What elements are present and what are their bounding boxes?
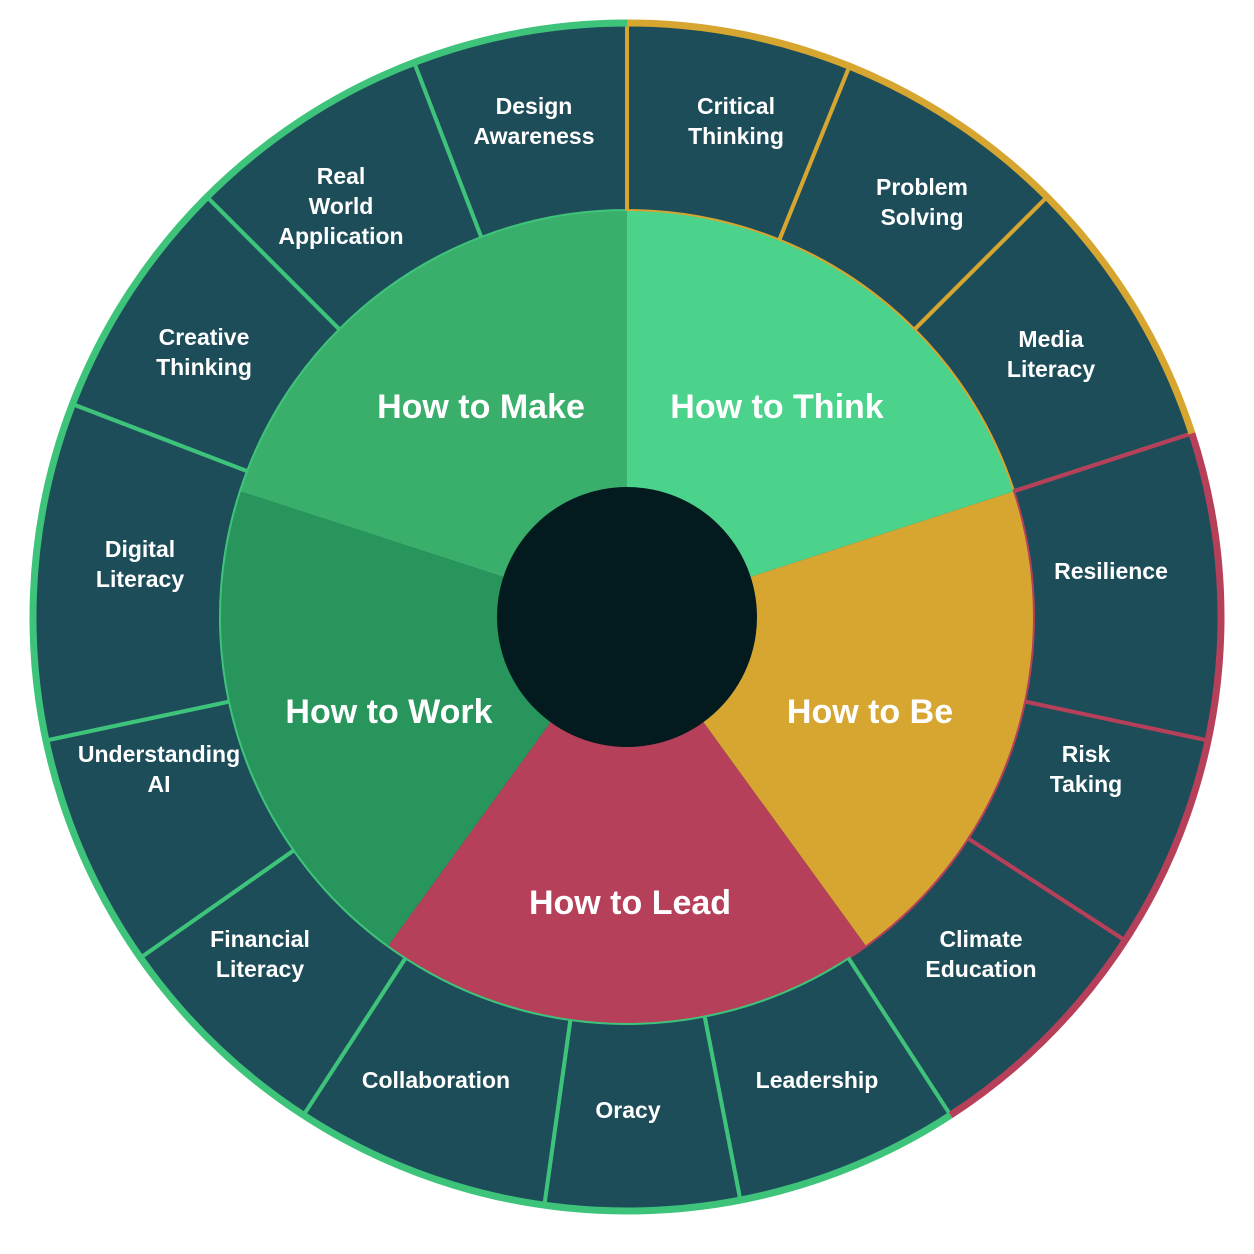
sector-label-lead: How to Lead (529, 884, 731, 922)
skill-segment-resilience (1010, 430, 1223, 743)
skill-label: Collaboration (362, 1067, 510, 1093)
sector-label-work: How to Work (285, 693, 492, 731)
sector-label-be: How to Be (787, 693, 953, 731)
center-hub (497, 487, 757, 747)
skill-label: Leadership (756, 1067, 879, 1093)
work-rim-arc (29, 402, 306, 1119)
be-rim-arc (948, 432, 1225, 1119)
sector-label-think: How to Think (670, 388, 884, 426)
sector-make (627, 211, 1014, 578)
sector-label-make: How to Make (377, 388, 585, 426)
skill-label: Resilience (1054, 558, 1168, 584)
sector-work (240, 210, 628, 578)
skill-label: Oracy (595, 1097, 660, 1123)
think-rim-arc (626, 19, 1196, 435)
sector-think (702, 491, 1034, 946)
lead-rim-arc (301, 1112, 953, 1215)
outer-ring (29, 19, 1225, 1215)
sector-be (388, 720, 866, 1024)
make-rim-arc (69, 19, 628, 406)
inner-ring (220, 210, 1034, 1024)
sector-lead (220, 491, 552, 946)
